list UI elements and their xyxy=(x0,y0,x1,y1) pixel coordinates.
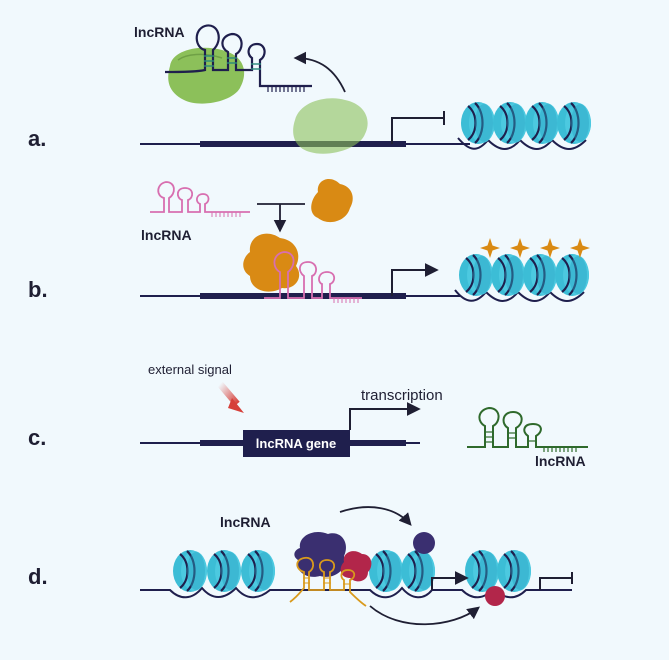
orange-protein-bound xyxy=(243,233,300,292)
panel-a-label: a. xyxy=(28,126,46,151)
panel-d: d. lncRNA xyxy=(28,506,573,626)
panel-c-label: c. xyxy=(28,425,46,450)
panel-b: b. lncRNA xyxy=(28,178,591,303)
purple-factor xyxy=(413,532,435,554)
recruitment-arrow xyxy=(293,51,346,93)
lncrna-gene-label: lncRNA gene xyxy=(256,436,336,451)
nucleosome xyxy=(239,548,277,594)
nucleosome xyxy=(171,548,209,594)
crimson-protein xyxy=(340,551,372,582)
panel-a: a. lncRNA xyxy=(28,24,593,154)
histone-mark-star-icon xyxy=(480,238,500,258)
panel-b-label: b. xyxy=(28,277,48,302)
nucleosome xyxy=(457,252,495,298)
nucleosome xyxy=(489,252,527,298)
orange-protein xyxy=(311,178,353,223)
gene-region xyxy=(200,293,406,299)
nucleosome xyxy=(491,100,529,146)
lncrna-gene-box xyxy=(243,430,350,457)
nucleosome xyxy=(495,548,533,594)
nucleosome xyxy=(399,548,437,594)
nucleosome xyxy=(459,100,497,146)
lncrna-c xyxy=(467,406,588,448)
panel-d-lncrna-label: lncRNA xyxy=(220,514,271,530)
lncrna-d xyxy=(289,556,367,607)
purple-protein xyxy=(294,531,347,577)
external-signal-label: external signal xyxy=(148,362,232,377)
active-promoter-arrow xyxy=(431,571,469,590)
nucleosome xyxy=(463,548,501,594)
green-protein-bound xyxy=(293,98,368,154)
nucleosome xyxy=(555,100,593,146)
lncrna-b-bound xyxy=(263,251,362,299)
panel-c-lncrna-label: lncRNA xyxy=(535,453,586,469)
active-promoter-arrow xyxy=(391,263,439,296)
panel-c: c. external signal lncRNA gene transcrip… xyxy=(28,362,588,469)
crimson-factor xyxy=(485,586,505,606)
nucleosome xyxy=(523,100,561,146)
recruitment-arrow-upper xyxy=(339,506,412,526)
external-signal-arrow xyxy=(228,398,244,413)
nucleosome xyxy=(367,548,405,594)
transcription-arrow xyxy=(349,402,421,430)
transcription-label: transcription xyxy=(361,387,443,404)
lncrna-a xyxy=(164,24,312,88)
panel-b-lncrna-label: lncRNA xyxy=(141,227,192,243)
inhibited-promoter xyxy=(391,117,444,144)
nucleosome xyxy=(553,252,591,298)
green-protein xyxy=(168,47,245,104)
lncrna-b-free xyxy=(150,181,250,213)
panel-a-lncrna-label: lncRNA xyxy=(134,24,185,40)
recruitment-arrow-lower xyxy=(369,605,480,626)
panel-d-label: d. xyxy=(28,564,48,589)
nucleosome xyxy=(521,252,559,298)
nucleosome xyxy=(205,548,243,594)
inhibited-promoter xyxy=(539,577,572,590)
